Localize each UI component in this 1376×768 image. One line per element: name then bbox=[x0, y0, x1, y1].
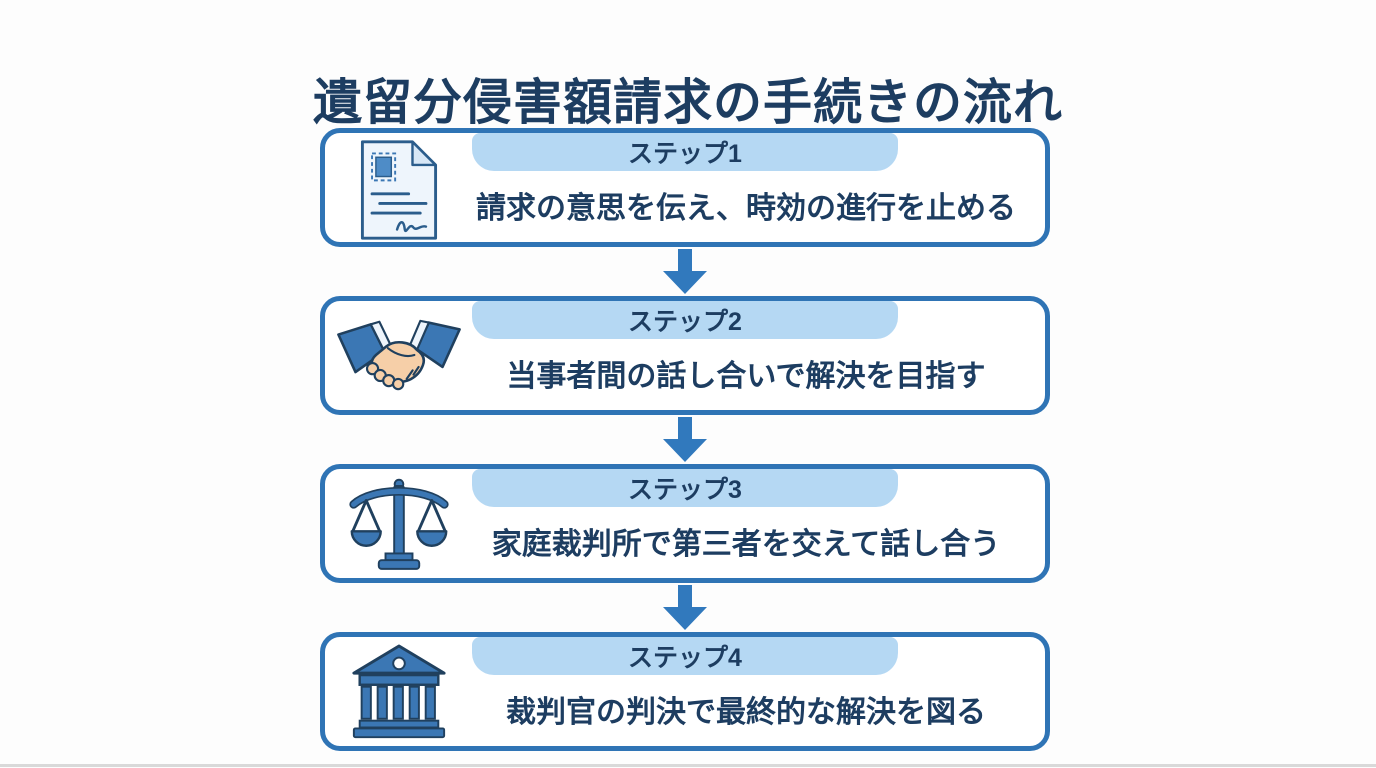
handshake-icon bbox=[325, 301, 473, 410]
step-3-description: 家庭裁判所で第三者を交えて話し合う bbox=[491, 527, 1001, 561]
certified-mail-document-icon bbox=[325, 133, 473, 242]
scales-of-justice-icon bbox=[325, 469, 473, 578]
down-arrow-icon bbox=[663, 249, 707, 294]
step-1-description: 請求の意思を伝え、時効の進行を止める bbox=[476, 191, 1016, 225]
step-2-banner: ステップ2 bbox=[472, 301, 898, 339]
bottom-edge-divider bbox=[0, 764, 1376, 767]
step-4-label: ステップ4 bbox=[628, 644, 742, 672]
step-2-label: ステップ2 bbox=[628, 308, 742, 336]
step-3-banner: ステップ3 bbox=[472, 469, 898, 507]
step-4-box: ステップ4 裁判官の判決で最終的な解決を図る bbox=[320, 632, 1050, 751]
down-arrow-icon bbox=[663, 585, 707, 630]
step-3-label: ステップ3 bbox=[628, 476, 742, 504]
page-title: 遺留分侵害額請求の手続きの流れ bbox=[312, 75, 1063, 130]
down-arrow-icon bbox=[663, 417, 707, 462]
step-4-description: 裁判官の判決で最終的な解決を図る bbox=[506, 695, 986, 729]
courthouse-icon bbox=[325, 637, 473, 746]
connector-1 bbox=[320, 247, 1050, 296]
connector-3 bbox=[320, 583, 1050, 632]
step-1-label: ステップ1 bbox=[628, 140, 742, 168]
step-2-box: ステップ2 当事者間の話し合いで解決を目指す bbox=[320, 296, 1050, 415]
step-2-description: 当事者間の話し合いで解決を目指す bbox=[506, 359, 986, 393]
connector-2 bbox=[320, 415, 1050, 464]
step-4-banner: ステップ4 bbox=[472, 637, 898, 675]
step-3-box: ステップ3 家庭裁判所で第三者を交えて話し合う bbox=[320, 464, 1050, 583]
step-1-box: ステップ1 請求の意思を伝え、時効の進行を止める bbox=[320, 128, 1050, 247]
process-flow: ステップ1 請求の意思を伝え、時効の進行を止める bbox=[320, 128, 1050, 751]
step-1-banner: ステップ1 bbox=[472, 133, 898, 171]
